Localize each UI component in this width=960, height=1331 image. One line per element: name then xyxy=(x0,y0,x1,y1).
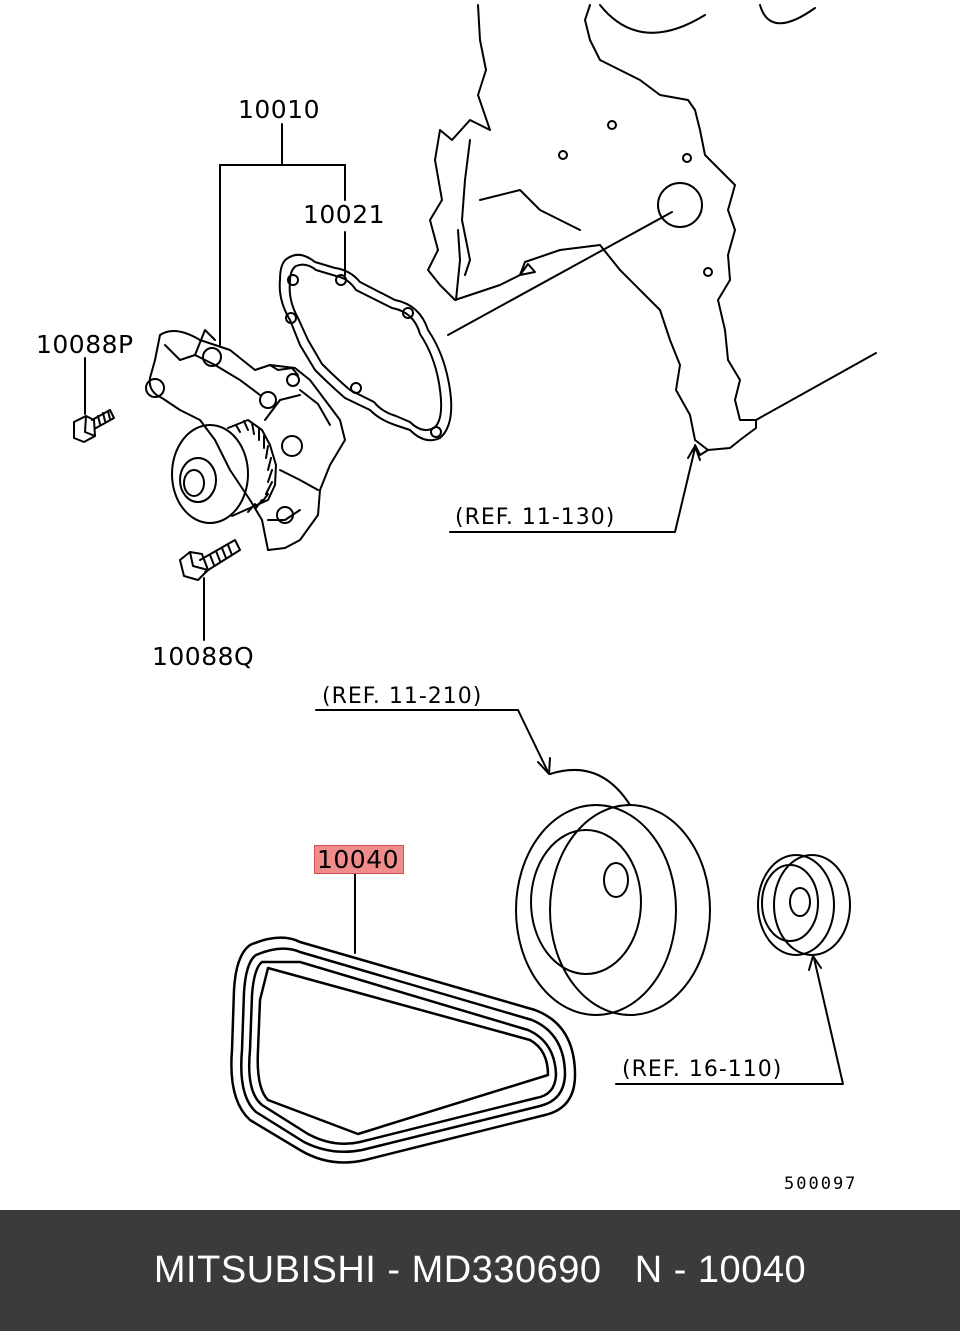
ref-16-110: (REF. 16-110) xyxy=(622,1057,783,1082)
label-10088q: 10088Q xyxy=(152,642,255,671)
engine-front-cover xyxy=(427,4,877,456)
gasket-10021 xyxy=(278,253,453,442)
label-10088p: 10088P xyxy=(36,330,134,359)
ref-11-210: (REF. 11-210) xyxy=(322,684,483,709)
part-number-caption: MITSUBISHI - MD330690 N - 10040 xyxy=(153,1249,807,1291)
water-pump-10010 xyxy=(145,329,346,551)
bolt-10088q xyxy=(179,539,241,581)
idler-pulley xyxy=(757,854,851,956)
parts-diagram: 10010 10021 10088P 10088Q 10040 (REF. 11… xyxy=(36,4,877,1194)
ref-11-130: (REF. 11-130) xyxy=(455,505,616,530)
leader-lines xyxy=(84,123,844,1085)
drive-belt-10040 xyxy=(230,936,577,1164)
footer-bar: MITSUBISHI - MD330690 N - 10040 xyxy=(0,1210,960,1331)
bolt-10088p xyxy=(73,409,115,443)
drawing-code: 500097 xyxy=(784,1174,858,1194)
label-10021: 10021 xyxy=(303,200,386,229)
crankshaft-pulley xyxy=(515,768,711,1016)
label-10010: 10010 xyxy=(238,95,321,124)
label-10040-highlighted: 10040 xyxy=(314,845,405,874)
